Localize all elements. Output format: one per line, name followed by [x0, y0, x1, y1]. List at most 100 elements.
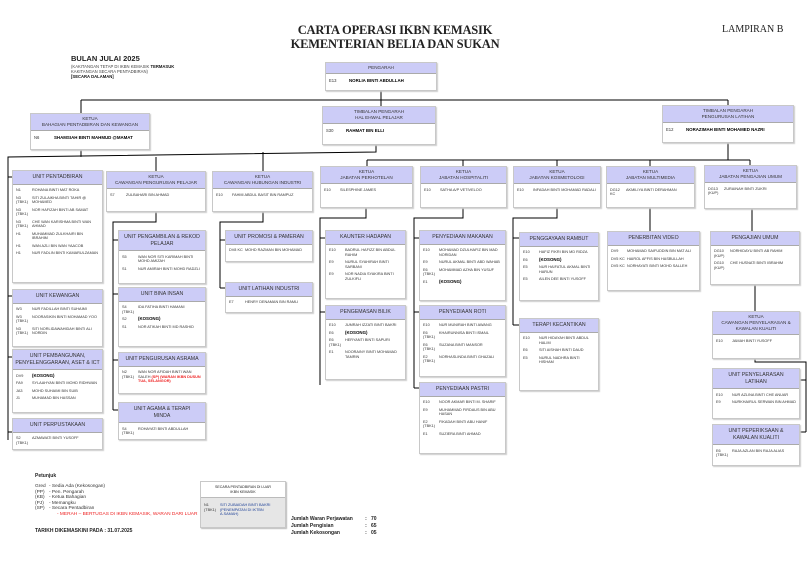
placement-note: (SP) (WARAN IKBN DUSUN TUA, SELANGOR) — [138, 374, 201, 384]
member-grade: DG10(KUP) — [714, 249, 730, 258]
name: RAHMAT BIN ELLI — [346, 128, 385, 133]
grade: E7 — [229, 300, 234, 304]
box-title-line: KETUA — [254, 174, 271, 179]
name: SITI NORLIDAWAHIDAH BINTI ALI NORDIN — [32, 326, 92, 336]
member-grade: N3(TBK1) — [16, 208, 32, 217]
grade-sub: (TBK1) — [329, 342, 342, 347]
grade: E10 — [423, 248, 430, 252]
box-title-line: KETUA — [742, 168, 759, 173]
member-grade: DG10(KUP) — [714, 261, 730, 270]
grade: DG10 — [714, 261, 724, 265]
box-title-line: LATIHAN — [745, 378, 767, 385]
member-grade: N6 — [34, 135, 54, 141]
member-row: DV9(KOSONG) — [13, 372, 102, 380]
member-grade: S4(TBK1) — [122, 305, 138, 314]
name: SILESPHINE JAMES — [340, 187, 377, 192]
grade: DG10 — [714, 249, 724, 253]
box-header: UNIT PENTADBIRAN — [13, 171, 102, 185]
lampiran-label: LAMPIRAN B — [722, 24, 784, 35]
member-row: S4(TBK1)IDA FATIHA BINTI HAMANI — [119, 304, 205, 316]
member-grade: S1 — [122, 325, 138, 330]
member-name: KHAIRUNNISA BINTI ISMAIL — [439, 331, 502, 340]
box-title-line: CAWANGAN HUBUNGAN INDUSTRI — [223, 180, 302, 185]
grade: H1 — [16, 243, 21, 248]
grade: E5 — [523, 265, 528, 269]
member-name: AKMILIYA BINTI DERAHMAN — [626, 188, 691, 197]
grade: S1 — [122, 324, 127, 329]
member-name: ROHANA BINTI MAT ROKA — [32, 188, 99, 193]
member-grade: N3(TBK1) — [16, 196, 32, 205]
box-members: S30 RAHMAT BIN ELLI — [323, 124, 435, 137]
legend-item: (SP)- Secara Pentadbiran — [35, 506, 197, 512]
member-grade: FA9 — [16, 381, 32, 386]
member-name: IDA FATIHA BINTI HAMANI — [138, 305, 202, 314]
grade: E6 — [329, 330, 334, 335]
grade: E1 — [423, 431, 428, 436]
member-name: (KOSONG) — [539, 257, 595, 263]
member-name: (KOSONG) — [345, 330, 402, 336]
grade-sub: (TBK1) — [716, 453, 729, 457]
name: NORHIDAYU BINTI AB RAHIM — [730, 249, 783, 253]
name: FAHMI ABDUL BASIT BIN RAMPUZ — [232, 192, 294, 197]
member-row: E6 (KOSONG) — [326, 329, 405, 337]
grade: E12 — [666, 127, 674, 132]
member-name: SILESPHINE JAMES — [340, 188, 409, 193]
name: NUR AMIRAH BINTI MOHD RADZLI — [138, 266, 200, 271]
legend-text: - Sedia Ada (Kekosongan) — [49, 484, 106, 489]
name: NUR FADILLAH BINTI SUHAIMI — [32, 307, 87, 311]
box-header: KAUNTER HADAPAN — [326, 231, 405, 245]
box-header: TERAPI KECANTIKAN — [520, 319, 598, 333]
grade-sub: (TBK1) — [16, 200, 29, 204]
grade: DG12 — [610, 187, 620, 192]
name: SITI AISHAH BINTI DAUD — [539, 348, 584, 352]
member-name: JUMRAH IZZATI BINTI BAKRI — [345, 323, 402, 328]
grade-sub: (KUP) — [708, 191, 719, 195]
name: NUR HIDAYAH BINTI ABDUL HALIM — [539, 336, 589, 345]
grade-sub: (TBK1) — [16, 440, 29, 445]
member-row: S1 NOR ATIKAH BINTI MD RASHID — [119, 323, 205, 331]
name: NUR HAIFATUL AKMAL BINTI HARUN — [539, 265, 591, 274]
member-name: NORHAYATI BINTI MOHD SALLEH — [627, 264, 696, 269]
name: NURKHAIRUL SERWAN BIN AHMAD — [732, 400, 796, 404]
name: JUMRAH IZZATI BINTI BAKRI — [345, 323, 397, 327]
member-name: SITI ZUBAIDAH BINTI BAKRI (PENEMPATAN DI… — [220, 503, 271, 516]
name: WAN NOR SITI KARIMAH BINTI MOHD AMIZAH — [138, 254, 194, 264]
grade: E6 — [423, 330, 428, 335]
member-row: N3(TBK1)CHE WAN KARISHMA BINTI WAN AHMAD — [13, 218, 102, 230]
member-grade: E9 — [329, 260, 345, 269]
box-title-line: JABATAN HOSPITALITI — [438, 175, 488, 180]
name: NOR ATIKAH BINTI MD RASHID — [138, 324, 194, 329]
member-grade: E5 — [523, 277, 539, 282]
member-name: HERYANTI BINTI SAPURI — [345, 338, 402, 347]
grade: S30 — [326, 128, 334, 133]
member-name: INFADAH BINTI MOHAMAD RADALI — [533, 188, 597, 193]
grade: H1 — [16, 231, 21, 236]
grade: N3 — [16, 207, 21, 212]
member-name: SYLAAHYAN BINTI MOHD RIDHWAN — [32, 381, 99, 386]
member-grade: E1 — [423, 280, 439, 285]
member-grade: E6(TBK1) — [423, 331, 439, 340]
name: CHE WAN KARISHMA BINTI WAN AHMAD — [32, 219, 91, 229]
member-row: E6(TBK1)KHAIRUNNISA BINTI ISMAIL — [420, 329, 505, 341]
